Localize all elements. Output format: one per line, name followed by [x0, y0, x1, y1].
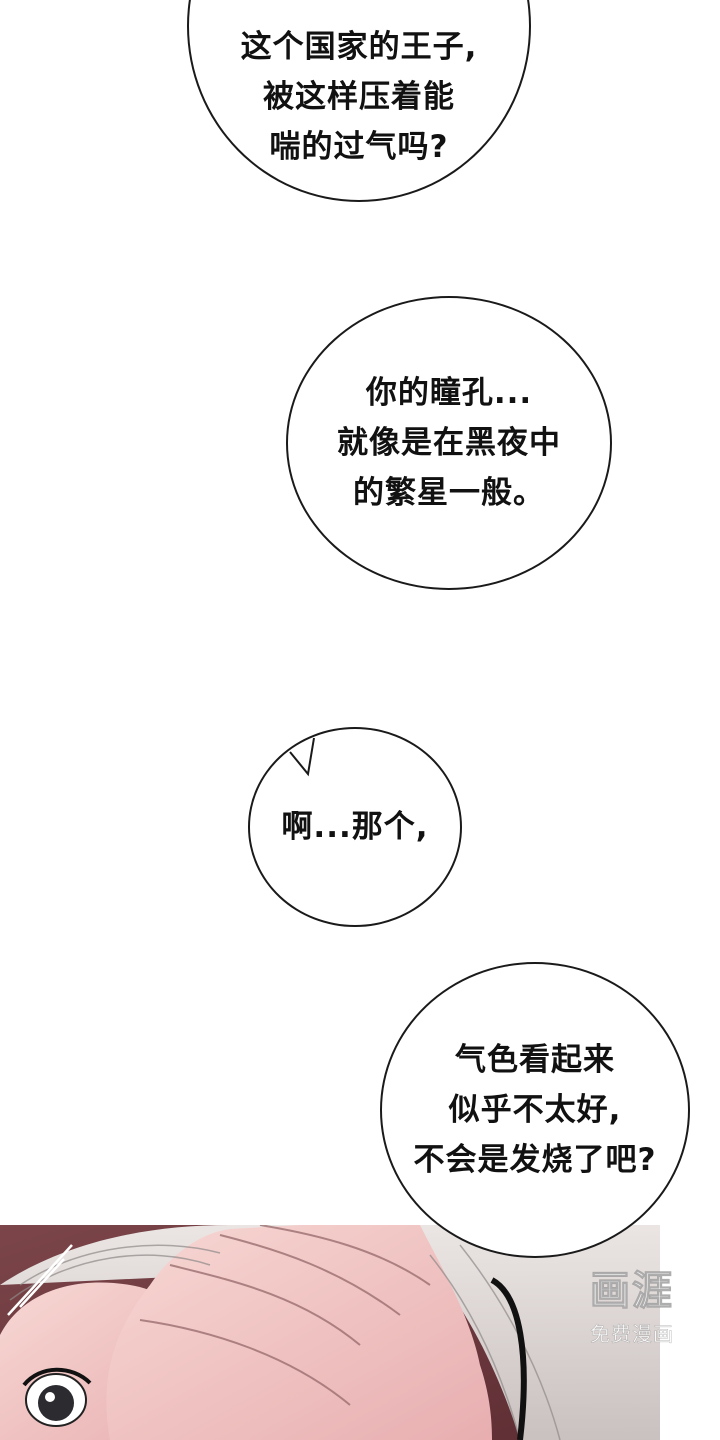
watermark-subtitle: 免费漫画: [590, 1324, 674, 1347]
bubble-2-line-1: 你的瞳孔...: [365, 375, 533, 411]
finger-lines: [139, 1225, 431, 1406]
hand-shape: [106, 1225, 493, 1440]
bubble-2-line-2: 就像是在黑夜中: [337, 425, 561, 461]
hand-over-face-illustration: [0, 1225, 660, 1440]
speech-bubble-3: 啊...那个,: [248, 727, 462, 927]
speed-lines: [7, 1244, 73, 1316]
speech-bubble-1: 这个国家的王子, 被这样压着能 喘的过气吗?: [187, 0, 531, 202]
bubble-4-line-2: 似乎不太好,: [448, 1092, 622, 1128]
speech-bubble-4: 气色看起来 似乎不太好, 不会是发烧了吧?: [380, 962, 690, 1258]
speech-bubble-2-text: 你的瞳孔... 就像是在黑夜中 的繁星一般。: [337, 368, 561, 518]
watermark-logo: 画涯: [590, 1269, 674, 1314]
speech-bubble-3-tail: [289, 737, 315, 777]
speech-bubble-3-text: 啊...那个,: [281, 802, 428, 852]
speech-bubble-4-text: 气色看起来 似乎不太好, 不会是发烧了吧?: [414, 1035, 657, 1185]
comic-panel-artwork: [0, 1225, 660, 1440]
bubble-3-line-1: 啊...那个,: [281, 809, 429, 845]
bubble-1-line-3: 喘的过气吗?: [269, 129, 449, 165]
bubble-1-line-1: 这个国家的王子,: [240, 29, 478, 65]
bubble-4-line-3: 不会是发烧了吧?: [413, 1142, 657, 1178]
eye: [22, 1367, 92, 1427]
dark-hair-lock: [490, 1277, 527, 1440]
bubble-1-line-2: 被这样压着能: [263, 79, 455, 115]
bubble-4-line-1: 气色看起来: [454, 1042, 615, 1078]
watermark: 画涯 免费漫画: [562, 1258, 702, 1358]
speech-bubble-2: 你的瞳孔... 就像是在黑夜中 的繁星一般。: [286, 296, 612, 590]
speech-bubble-1-text: 这个国家的王子, 被这样压着能 喘的过气吗?: [241, 0, 478, 172]
bubble-2-line-3: 的繁星一般。: [353, 475, 545, 511]
